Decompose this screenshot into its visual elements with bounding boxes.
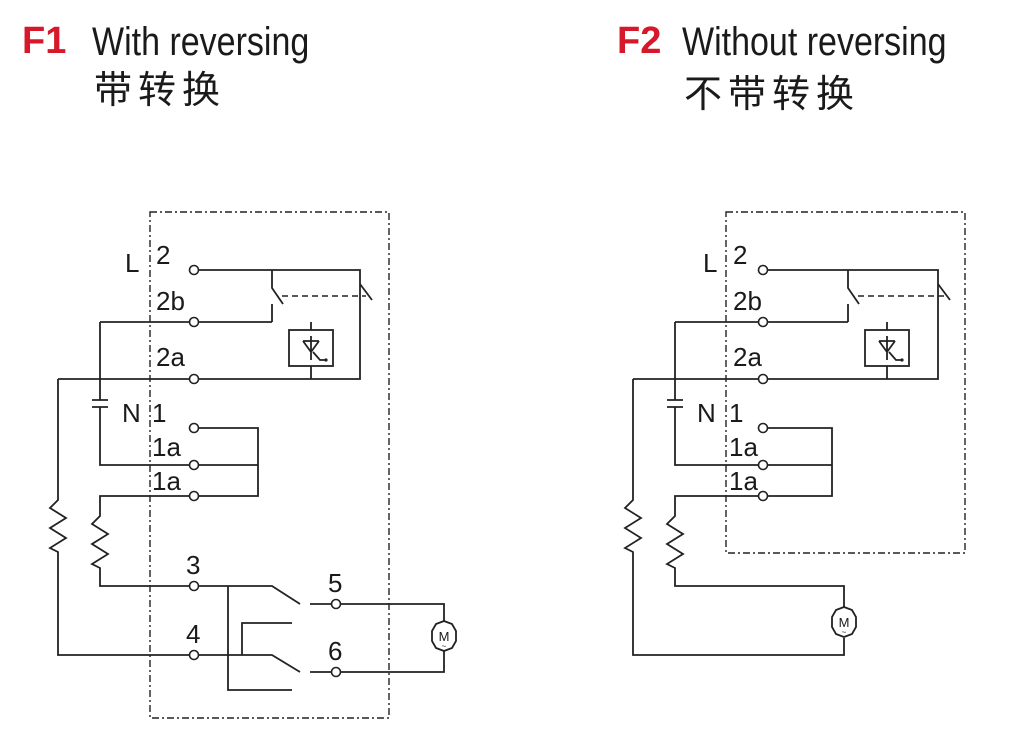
f2-label-2a: 2a [733,342,762,372]
f1-code: F1 [22,20,67,62]
f2-title-cn: 不带转换 [684,72,861,116]
f1-terminal-2a [188,373,200,385]
f1-wire-5 [310,603,445,622]
f1-label-5: 5 [328,568,342,598]
f2-title: Without reversing [682,20,947,64]
f1-wire-l-loop [194,269,361,380]
f2-resistor-right [665,495,845,608]
f2-diagram: L 2 2b 2a N 1 1a 1a M ~ [623,211,966,656]
f1-terminal-5 [330,598,342,610]
f1-capacitor [92,322,194,466]
f2-terminal-1a-upper [757,459,769,471]
f1-label-N: N [122,398,141,428]
f2-wire-l-loop [763,269,939,380]
f1-terminal-1a-lower [188,490,200,502]
f1-terminal-6 [330,666,342,678]
f1-label-3: 3 [186,550,200,580]
f2-label-1a-lower: 1a [729,466,758,496]
f2-terminal-2 [757,264,769,276]
f1-title-cn: 带转换 [94,68,227,112]
f1-terminal-4 [188,649,200,661]
f2-label-L: L [703,248,717,278]
f1-label-4: 4 [186,619,200,649]
f2-terminal-2b [757,316,769,328]
f1-reversing-contact-upper [194,585,301,605]
thyristor-icon [302,336,328,362]
f1-resistor-left [48,379,194,656]
f2-terminal-2a [757,373,769,385]
motor-icon [831,606,857,638]
f1-resistor-right [90,495,194,587]
f1-reversing-bar-inner [241,622,292,655]
f2-terminal-1a-lower [757,490,769,502]
f2-motor-ac-symbol: ~ [842,628,847,637]
f1-reversing-contact-lower [194,654,301,673]
f1-terminal-1 [188,422,200,434]
f2-capacitor [667,322,763,466]
f1-terminal-2b [188,316,200,328]
motor-icon [431,620,457,652]
f1-motor-label: M [439,629,450,644]
f1-label-1a-upper: 1a [152,432,181,462]
f2-label-2b: 2b [733,286,762,316]
f1-label-1: 1 [152,398,166,428]
f2-label-1a-upper: 1a [729,432,758,462]
f2-wire-1-loop [763,427,833,497]
f2-terminal-1 [757,422,769,434]
f2-motor-label: M [839,615,850,630]
thyristor-icon [878,336,904,362]
f1-label-2b: 2b [156,286,185,316]
f1-wire-6 [310,650,445,673]
f2-switch-contact-right [937,283,951,301]
f2-housing-outline [725,211,966,554]
f1-terminal-2 [188,264,200,276]
f1-label-2a: 2a [156,342,185,372]
f1-title: With reversing [92,20,310,64]
f1-label-2: 2 [156,240,170,270]
f1-diagram: L 2 2b 2a N 1 1a 1a 3 4 5 6 M ~ [48,211,457,719]
f2-code: F2 [617,20,662,62]
f2-label-1: 1 [729,398,743,428]
f1-switch-contact-left [271,270,284,322]
f1-label-1a-lower: 1a [152,466,181,496]
f1-label-6: 6 [328,636,342,666]
f1-terminal-3 [188,580,200,592]
f2-label-2: 2 [733,240,747,270]
f2-switch-contact-left [847,270,860,322]
f2-label-N: N [697,398,716,428]
f1-label-L: L [125,248,139,278]
f1-switch-contact-right [359,283,373,301]
f1-terminal-1a-upper [188,459,200,471]
f1-motor-ac-symbol: ~ [442,642,447,651]
f1-wire-1-loop [194,427,259,497]
f1-reversing-bar-outer [227,586,292,691]
f2-resistor-left [623,379,845,656]
